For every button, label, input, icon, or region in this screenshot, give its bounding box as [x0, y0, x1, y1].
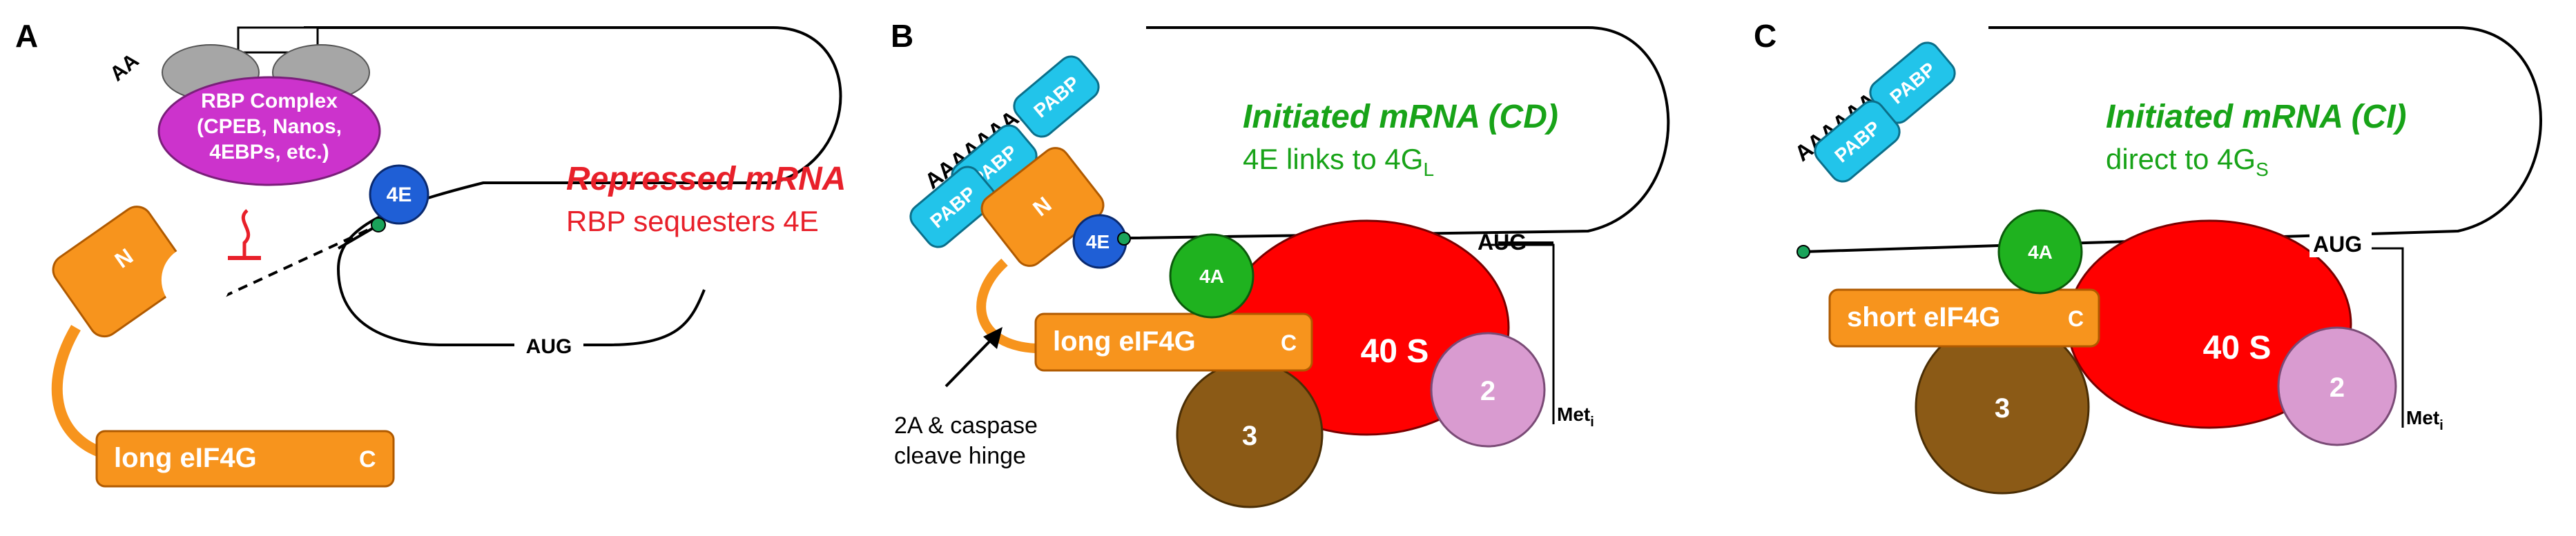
panel-b-arrow-shaft [945, 335, 996, 388]
panel-c-4a-label: 4A [2028, 241, 2053, 263]
panel-b-eif4g-label: long eIF4G [1053, 326, 1196, 357]
panel-a: A AA RBP Complex (CPEB, Nanos, 4EBPs, et… [15, 18, 846, 488]
panel-b-met-bracket [1484, 244, 1555, 424]
panel-a-aug-label: AUG [526, 335, 572, 358]
panel-a-eif4g-label: long eIF4G [114, 443, 257, 473]
panel-c-pabp-2 [1814, 100, 1901, 183]
panel-a-rbp-complex [157, 76, 381, 186]
panel-b-factor-2-label: 2 [1480, 376, 1495, 406]
panel-c-factor-2-label: 2 [2330, 373, 2345, 403]
panel-a-inhibition-icon [241, 209, 251, 257]
panel-b-c-label: C [1281, 330, 1297, 355]
panel-b-4e-label: 4E [1086, 231, 1110, 252]
panel-c-aug-label: AUG [2313, 232, 2362, 257]
panel-a-hinge-box [237, 26, 319, 54]
panel-a-cap-dot [371, 217, 386, 232]
panel-b-hinge [976, 258, 1036, 353]
panel-a-eif4g-bar [95, 430, 395, 488]
panel-c-4a-factor [1997, 209, 2083, 295]
panel-a-poly-a: AA [106, 49, 143, 86]
panel-a-letter: A [15, 18, 38, 54]
panel-b: B AAAAAAAAAAA PABP PABP PABP N 4E [891, 18, 1670, 508]
panel-b-aug-label: AUG [1478, 230, 1527, 255]
panel-c-c-label: C [2068, 306, 2084, 331]
panel-a-rbp-line-3: 4EBPs, etc.) [209, 141, 329, 163]
panel-a-aug-bg [514, 332, 583, 359]
panel-c-eif4g-label: short eIF4G [1847, 302, 2000, 332]
panel-c-aug-bg [2309, 231, 2372, 257]
panel-a-n-domain [52, 206, 231, 338]
panel-c-letter: C [1754, 18, 1776, 54]
panel-c-40s-label: 40 S [2203, 330, 2272, 366]
panel-c-status-title: Initiated mRNA (CI) [2106, 99, 2407, 135]
panel-b-n-domain [980, 147, 1105, 267]
panel-c-factor-3-label: 3 [1995, 393, 2010, 424]
panel-c-met-label: Meti [2406, 407, 2443, 433]
panel-b-status-text: 4E links to 4GL [1243, 143, 1434, 180]
panel-b-cap-dot [1117, 232, 1131, 246]
panel-c-mrna-strand [1801, 26, 2542, 253]
panel-a-4e-factor [369, 164, 429, 225]
panel-b-pabp-1 [1013, 55, 1100, 138]
panel-b-pabp-3 [909, 166, 996, 248]
panel-a-c-label: C [359, 446, 376, 473]
panel-b-arrow-head-icon [983, 327, 1003, 349]
panel-b-status-title: Initiated mRNA (CD) [1243, 99, 1558, 135]
panel-a-4e-label: 4E [387, 183, 412, 206]
panel-b-arrow-note-line-2: cleave hinge [894, 443, 1026, 469]
panel-b-4a-label: 4A [1199, 266, 1224, 287]
panel-c-eif4g-bar [1828, 288, 2100, 348]
panel-b-letter: B [891, 18, 913, 54]
panel-a-rbp-line-2: (CPEB, Nanos, [197, 115, 342, 138]
panel-b-eif4g-bar [1034, 312, 1313, 372]
panel-b-40s-label: 40 S [1361, 333, 1429, 370]
panel-b-met-label: Meti [1557, 404, 1594, 430]
panel-b-arrow-note-line-1: 2A & caspase [894, 413, 1038, 439]
panel-a-hinge [51, 324, 113, 461]
panel-c-status-text: direct to 4GS [2106, 143, 2269, 180]
panel-c-factor-2 [2277, 326, 2397, 446]
panel-a-rbp-line-1: RBP Complex [201, 90, 338, 112]
panel-c-cap-dot [1797, 245, 1810, 259]
panel-b-4a-factor [1169, 233, 1255, 319]
panel-b-factor-3-label: 3 [1242, 421, 1257, 451]
panel-a-status-title: Repressed mRNA [566, 161, 846, 197]
panel-c: C AAAAAAAAAAA PABP PABP 40 S 3 2 short e… [1754, 18, 2542, 495]
panel-a-status-text: RBP sequesters 4E [566, 205, 819, 237]
panel-b-factor-2 [1430, 332, 1546, 448]
